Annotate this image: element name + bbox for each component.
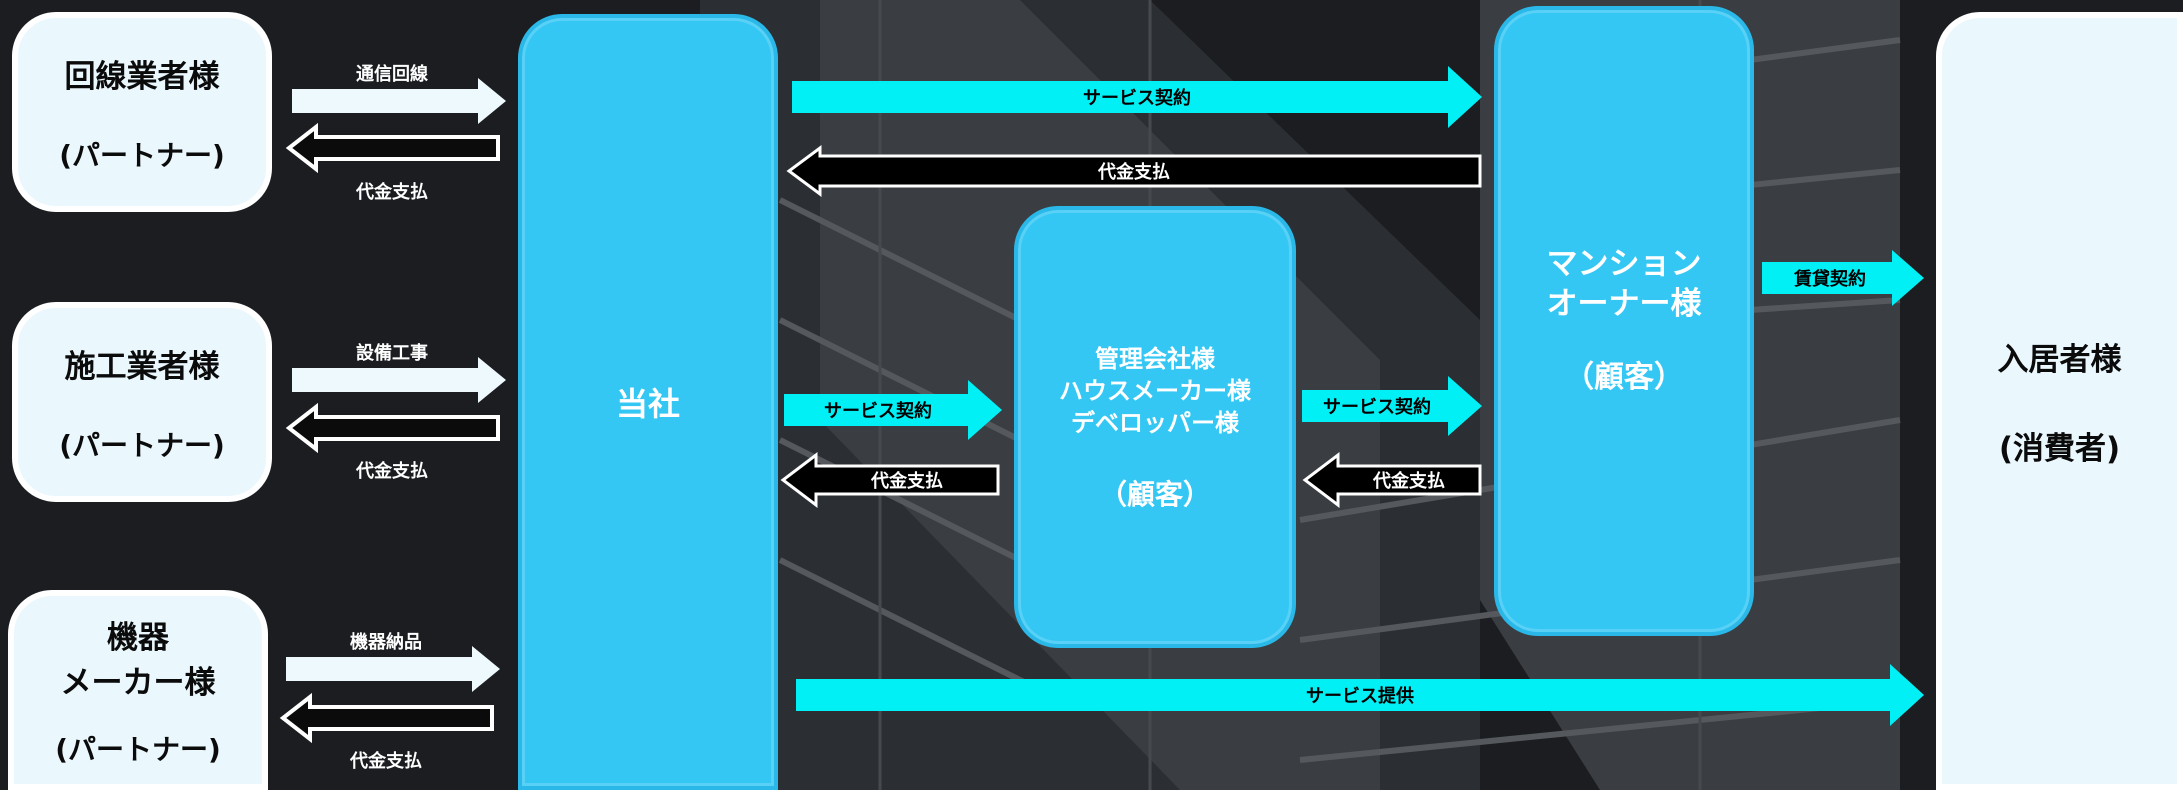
arrow-line-carrier-to-company: [292, 78, 506, 124]
partner-name-line-1: 機器: [107, 620, 169, 656]
arrow-payment-owner-management: 代金支払: [1302, 451, 1482, 509]
flow-label: サービス提供: [1306, 686, 1414, 707]
partner-role: (パートナー): [59, 138, 225, 172]
owner-line-2: オーナー様: [1546, 286, 1702, 322]
flow-label-payment: 代金支払: [350, 751, 422, 772]
arrow-payment-owner-company: 代金支払: [786, 145, 1482, 197]
arrow-service-contract-company-owner: サービス契約: [792, 66, 1482, 128]
arrow-service-contract-management-owner: サービス契約: [1302, 376, 1482, 436]
arrow-payment-to-maker: [279, 692, 494, 744]
owner-line-1: マンション: [1546, 246, 1702, 282]
flow-label-maker: 機器納品: [350, 632, 422, 653]
consumer-tag: (消費者): [1998, 431, 2121, 467]
company-box: 当社: [518, 14, 778, 790]
arrow-maker-to-company: [286, 646, 500, 692]
arrow-service-contract-company-management: サービス契約: [784, 380, 1002, 440]
partner-name-line-2: メーカー様: [60, 665, 216, 701]
partner-role: (パートナー): [59, 428, 225, 462]
partner-box-contractor: 施工業者様 (パートナー): [12, 302, 272, 502]
customer-tag: （顧客）: [1098, 478, 1211, 511]
arrow-payment-to-contractor: [285, 402, 500, 454]
partner-name: 回線業者様: [64, 58, 220, 95]
resident-consumer-box: 入居者様 (消費者): [1936, 12, 2183, 790]
management-customer-box: 管理会社様 ハウスメーカー様 デベロッパー様 （顧客）: [1014, 206, 1296, 648]
management-line-3: デベロッパー様: [1071, 409, 1239, 437]
partner-box-maker: 機器 メーカー様 (パートナー): [8, 590, 268, 790]
company-name: 当社: [615, 385, 680, 423]
resident-name: 入居者様: [1997, 342, 2122, 378]
flow-label: 代金支払: [1098, 162, 1170, 183]
flow-label: サービス契約: [1323, 397, 1431, 418]
flow-label-contractor: 設備工事: [356, 343, 428, 364]
partner-name: 施工業者様: [64, 348, 220, 385]
arrow-contractor-to-company: [292, 357, 506, 403]
flow-label-line-carrier: 通信回線: [356, 64, 428, 85]
flow-label-payment: 代金支払: [356, 461, 428, 482]
partner-box-line-carrier: 回線業者様 (パートナー): [12, 12, 272, 212]
management-line-1: 管理会社様: [1095, 345, 1215, 373]
arrow-payment-to-line-carrier: [285, 122, 500, 174]
flow-label: 代金支払: [871, 471, 943, 492]
arrow-lease-contract-owner-resident: 賃貸契約: [1762, 250, 1924, 306]
partner-role: (パートナー): [55, 733, 221, 766]
arrow-payment-management-company: 代金支払: [780, 451, 1000, 509]
flow-label: 代金支払: [1373, 471, 1445, 492]
flow-label-payment: 代金支払: [356, 182, 428, 203]
flow-label: サービス契約: [824, 401, 932, 422]
management-line-2: ハウスメーカー様: [1059, 377, 1251, 405]
owner-customer-box: マンション オーナー様 （顧客）: [1494, 6, 1754, 636]
arrow-service-provision-company-resident: サービス提供: [796, 664, 1924, 726]
flow-label: サービス契約: [1083, 88, 1191, 109]
customer-tag: （顧客）: [1564, 360, 1684, 395]
flow-label: 賃貸契約: [1794, 269, 1866, 290]
